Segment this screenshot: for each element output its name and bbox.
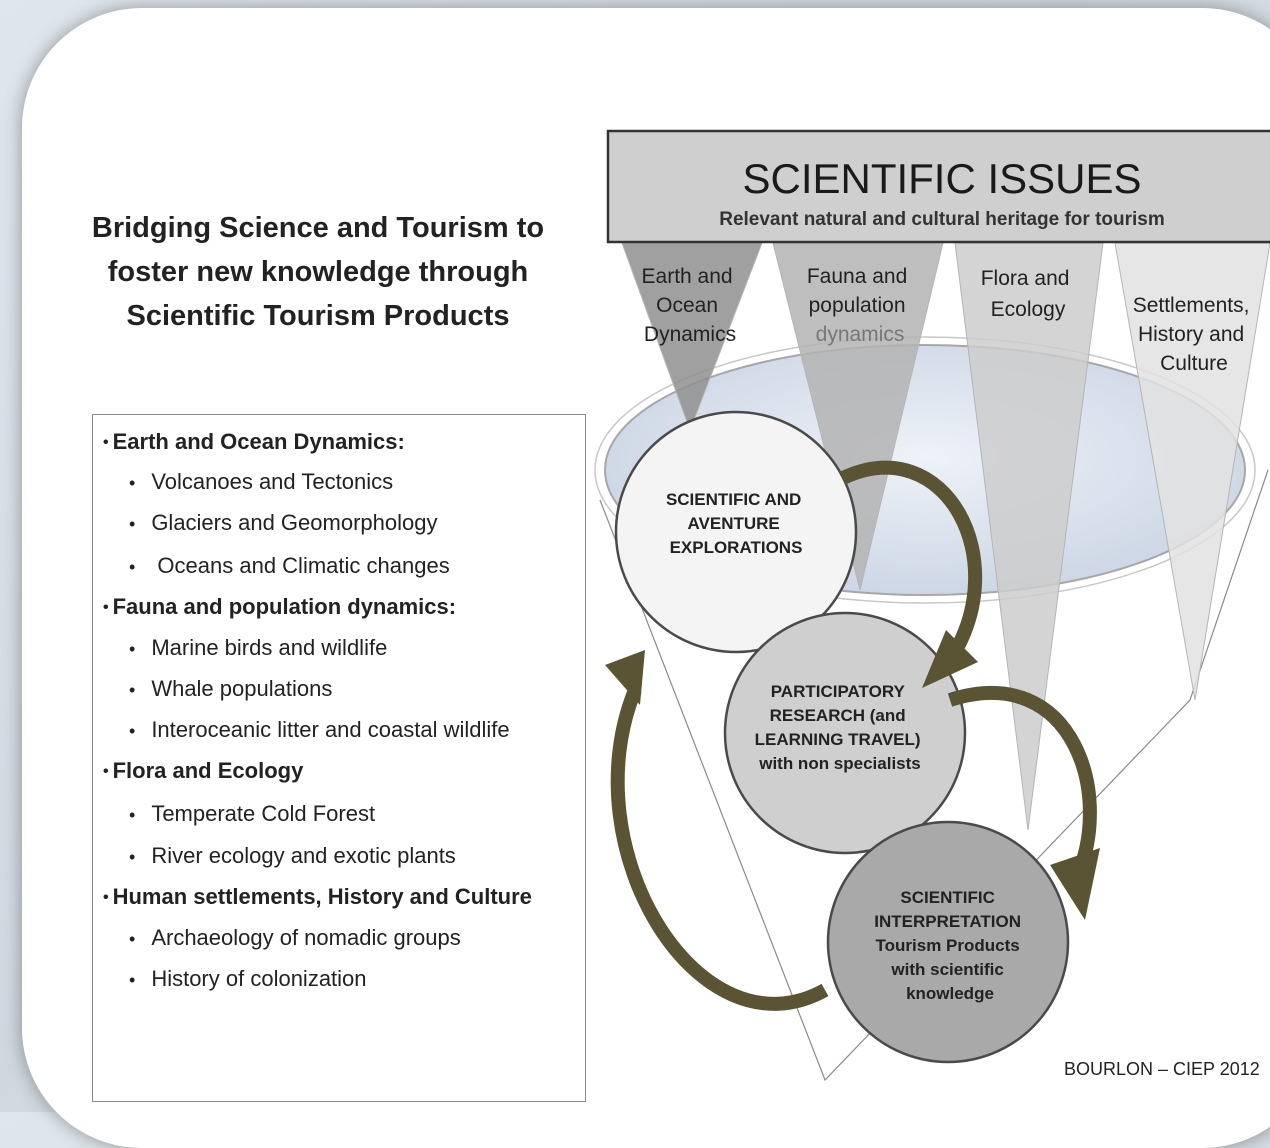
title-line-1: Bridging Science and Tourism to	[91, 212, 545, 244]
flow-arrows	[605, 460, 1100, 1011]
issue-label-earth: Earth and Ocean Dynamics	[642, 265, 739, 346]
topic-item: History of colonization	[129, 966, 366, 992]
topic-item: Glaciers and Geomorphology	[129, 510, 437, 536]
topic-item: River ecology and exotic plants	[129, 843, 456, 869]
topic-heading: Earth and Ocean Dynamics:	[103, 429, 405, 455]
topic-item: Interoceanic litter and coastal wildlife	[129, 717, 509, 743]
header-title: SCIENTIFIC ISSUES	[742, 155, 1141, 202]
slide-title: Bridging Science and Tourism to foster n…	[68, 206, 568, 338]
arrow-head-2	[1050, 848, 1100, 920]
arrow-interpretation-to-explorations	[610, 687, 829, 1011]
topic-heading: Flora and Ecology	[103, 758, 304, 784]
title-line-3: Scientific Tourism Products	[126, 300, 510, 332]
stage-circle-interpretation	[826, 820, 1070, 1064]
arrow-head-3	[605, 650, 645, 705]
arrow-participatory-to-interpretation	[947, 686, 1097, 884]
topic-item: Volcanoes and Tectonics	[129, 469, 393, 495]
title-line-2: foster new knowledge through	[107, 256, 529, 288]
scientific-tourism-diagram: Earth and Ocean Dynamics Fauna and popul…	[594, 129, 1270, 1082]
topic-item: Whale populations	[129, 676, 332, 702]
topic-item: Archaeology of nomadic groups	[129, 925, 460, 951]
stage-label-interpretation: SCIENTIFIC INTERPRETATION Tourism Produc…	[874, 888, 1025, 1003]
topic-item: Marine birds and wildlife	[129, 635, 387, 661]
heritage-lens-outer-ring	[594, 336, 1256, 604]
topic-heading: Fauna and population dynamics:	[103, 594, 456, 620]
topic-item: Oceans and Climatic changes	[129, 553, 449, 579]
arrow-head-1	[922, 630, 978, 688]
issue-label-flora: Flora and Ecology	[981, 267, 1076, 321]
topics-list-box: Earth and Ocean Dynamics: Volcanoes and …	[92, 414, 586, 1102]
stage-circle-explorations	[614, 410, 858, 654]
credit-text: BOURLON – CIEP 2012	[1064, 1059, 1260, 1079]
stage-label-participatory: PARTICIPATORY RESEARCH (and LEARNING TRA…	[755, 682, 926, 773]
stage-label-explorations: SCIENTIFIC AND AVENTURE EXPLORATIONS	[666, 490, 806, 557]
topic-heading: Human settlements, History and Culture	[103, 884, 532, 910]
issue-label-settlements: Settlements, History and Culture	[1133, 294, 1256, 375]
arrow-explorations-to-participatory	[840, 460, 983, 664]
topic-item: Temperate Cold Forest	[129, 801, 375, 827]
scientific-issues-header	[606, 129, 1270, 244]
header-subtitle: Relevant natural and cultural heritage f…	[719, 209, 1165, 230]
stage-circle-participatory	[723, 611, 967, 855]
issue-label-fauna: Fauna and population dynamics	[807, 265, 913, 346]
